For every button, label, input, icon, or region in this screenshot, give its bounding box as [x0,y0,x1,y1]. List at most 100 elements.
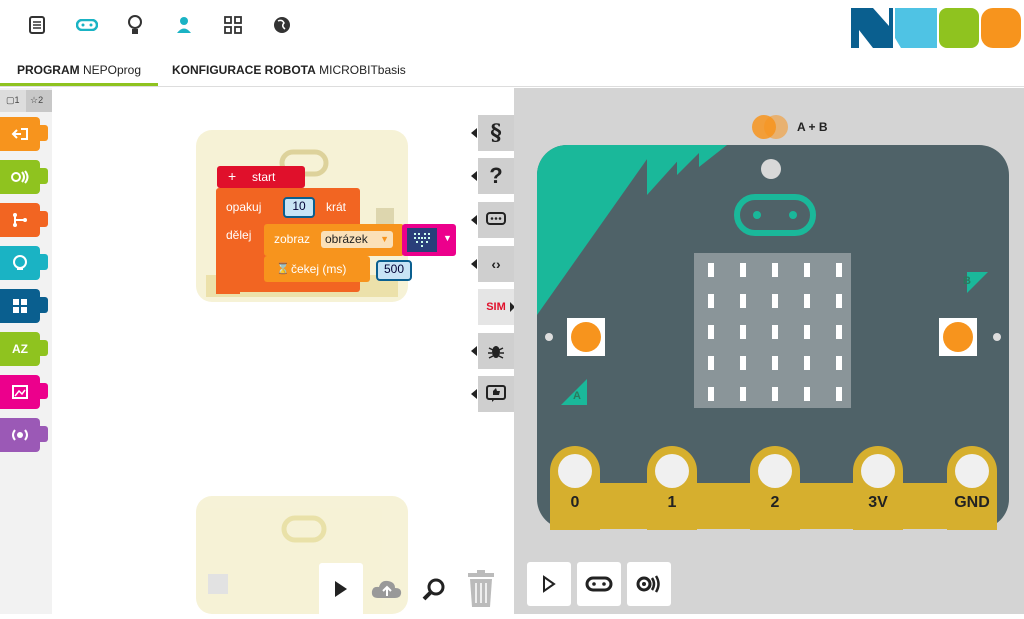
toolbox-level-switch: ▢1 ☆2 [0,90,52,112]
heart-image-preview[interactable] [407,228,437,252]
pin-3v[interactable] [853,446,903,530]
grid-icon[interactable] [220,12,246,38]
lightbulb-icon[interactable] [122,12,148,38]
category-sensors[interactable] [0,160,48,194]
button-a[interactable] [567,318,605,356]
math-icon [13,299,27,313]
info-button[interactable] [478,202,514,238]
help-icon: ? [489,163,503,188]
led-matrix [694,253,851,408]
debug-icon [488,346,504,359]
sim-robot-button[interactable] [577,562,621,606]
hourglass-icon: ⌛ [276,263,290,275]
show-type-dropdown[interactable]: obrázek ▼ [321,231,393,248]
led-3-4 [836,356,842,370]
level-2-button[interactable]: ☆2 [30,95,44,105]
upload-button[interactable] [365,563,409,614]
show-label: zobraz [274,232,311,246]
category-actions[interactable] [0,117,48,151]
led-2-4 [836,325,842,339]
pin-2[interactable] [750,446,800,530]
category-control[interactable] [0,203,48,237]
image-dropdown-arrow-icon[interactable]: ▼ [443,233,452,243]
run-button[interactable] [319,563,363,614]
sim-label: SIM [486,301,506,313]
sim-play-button[interactable] [527,562,571,606]
level-1-button[interactable]: ▢1 [6,95,20,105]
action-icon [11,128,28,140]
led-3-2 [772,356,778,370]
wait-label: čekej (ms) [291,262,347,276]
sim-sensor-button[interactable] [627,562,671,606]
document-icon[interactable] [24,12,50,38]
message-icon [12,429,28,441]
category-logic[interactable] [0,246,48,280]
info-icon [486,212,506,225]
category-text[interactable]: AZ [0,332,48,366]
zoom-icon [422,578,445,600]
code-button[interactable]: § [478,115,514,151]
led-3-1 [740,356,746,370]
button-a-b-label: A + B [797,120,828,134]
show-block[interactable]: zobraz obrázek ▼ [264,224,404,256]
do-label: dělej [226,228,252,242]
source-button[interactable]: ‹› [478,246,514,282]
feedback-button[interactable] [478,376,514,412]
led-0-3 [804,263,810,277]
pin-0[interactable] [550,446,600,530]
wait-value-field[interactable]: 500 [376,260,412,281]
globe-icon[interactable] [269,12,295,38]
led-1-2 [772,294,778,308]
pin-gnd-label: GND [954,494,990,511]
image-icon [12,385,28,399]
user-icon[interactable] [171,12,197,38]
plus-icon[interactable]: + [228,168,237,184]
led-1-1 [740,294,746,308]
tab-program-label: NEPOprog [82,63,142,77]
wait-block[interactable]: ⌛ čekej (ms) [264,256,370,282]
button-b-label: B [963,275,971,287]
led-0-0 [708,263,714,277]
category-images[interactable] [0,375,48,409]
image-block[interactable]: ▼ [402,224,456,256]
led-1-3 [804,294,810,308]
led-0-2 [772,263,778,277]
zoom-button[interactable] [412,563,456,614]
pin-1[interactable] [647,446,697,530]
sensor-icon [11,170,29,184]
sensor-icon [636,575,660,593]
trash-button[interactable] [459,563,503,614]
tab-robot-config[interactable]: KONFIGURACE ROBOTA MICROBITbasis [172,52,406,86]
sim-arrow-icon [510,302,515,312]
pin-gnd[interactable] [947,446,997,530]
button-b[interactable] [939,318,977,356]
source-icon: ‹› [491,256,501,272]
code-icon: § [490,120,502,146]
logic-icon [13,255,27,270]
start-block[interactable]: + start [217,166,305,188]
help-button[interactable]: ? [478,158,514,194]
robot-icon[interactable] [74,12,100,38]
led-3-3 [804,356,810,370]
led-1-4 [836,294,842,308]
debug-button[interactable] [478,333,514,369]
sim-button[interactable]: SIM [478,289,514,325]
start-block-label: start [252,170,276,184]
repeat-count-field[interactable]: 10 [283,197,315,218]
tab-config-label: MICROBITbasis [319,63,406,77]
led-2-0 [708,325,714,339]
button-a-b[interactable] [752,113,794,141]
led-0-4 [836,263,842,277]
text-icon: AZ [12,342,28,356]
times-label: krát [326,200,347,214]
button-a-label: A [573,390,581,402]
category-messages[interactable] [0,418,48,452]
category-math[interactable] [0,289,48,323]
led-3-0 [708,356,714,370]
tab-program[interactable]: PROGRAM NEPOprog [0,52,158,86]
led-2-2 [772,325,778,339]
light-sensor [761,159,781,179]
led-0-1 [740,263,746,277]
robot-icon [585,576,613,592]
microbit-logo-icon [734,194,816,236]
